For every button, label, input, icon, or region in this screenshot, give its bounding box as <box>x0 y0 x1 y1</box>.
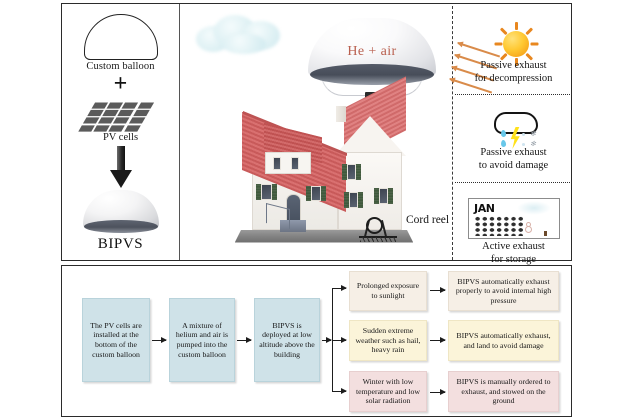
exhaust-separator-1 <box>455 94 572 95</box>
flow-step-1: The PV cells are installed at the bottom… <box>82 298 150 382</box>
snowflake-icon: ✻ <box>530 140 536 148</box>
balloon-outline-icon <box>84 14 158 60</box>
scene-panel: He + air <box>180 4 452 260</box>
flow-arrow-outcome-2 <box>430 336 446 344</box>
down-arrow-icon <box>110 146 132 188</box>
calendar-winter-icon: JAN <box>468 198 560 239</box>
snowflake-icon: ✻ <box>530 130 536 138</box>
flow-arrow-branch-1 <box>333 284 347 292</box>
lightning-bolt-icon <box>510 127 520 149</box>
cord-reel-label: Cord reel <box>406 214 450 226</box>
pv-cells-label: PV cells <box>102 132 139 143</box>
exhaust-condition-storm: ✻ ✻ Passive exhaust to avoid damage <box>454 98 573 182</box>
flow-step-3: BIPVS is deployed at low altitude above … <box>254 298 320 382</box>
pv-cell-grid-icon <box>78 102 159 132</box>
flow-arrow-2-3 <box>237 336 252 344</box>
snowman-icon <box>525 222 533 234</box>
calendar-day-dots <box>474 216 524 236</box>
raindrop-icon <box>500 129 507 138</box>
custom-balloon-label: Custom balloon <box>86 61 155 72</box>
flow-arrow-branch-2 <box>333 336 347 344</box>
winter-caption-line1: Active exhaust <box>482 241 545 252</box>
flow-condition-2: Sudden extreme weather such as hail, hea… <box>349 320 427 361</box>
bipvs-dome-icon <box>83 190 159 236</box>
flow-condition-3: Winter with low temperature and low sola… <box>349 371 427 412</box>
cloud-icon <box>192 12 288 56</box>
he-air-label: He + air <box>347 44 397 59</box>
calendar-month-label: JAN <box>474 202 495 215</box>
flow-arrow-outcome-3 <box>430 388 446 396</box>
exhaust-panel: Passive exhaust for decompression ✻ ✻ Pa… <box>449 4 573 265</box>
storm-caption-line1: Passive exhaust <box>480 147 547 158</box>
house-model-icon <box>234 76 416 254</box>
panel-divider-vertical <box>179 4 181 260</box>
sun-icon <box>449 22 538 94</box>
flow-branch-trunk <box>322 336 332 344</box>
flow-arrow-1-2 <box>152 336 167 344</box>
flow-step-2: A mixture of helium and air is pumped in… <box>169 298 235 382</box>
cord-reel-icon <box>358 212 404 244</box>
sun-caption-line2: for decompression <box>474 73 553 84</box>
panel-divider-dashed <box>452 6 453 260</box>
flow-branch-bus <box>332 288 334 392</box>
plus-icon: + <box>113 71 128 97</box>
flow-outcome-2: BIPVS automatically exhaust, and land to… <box>448 320 559 361</box>
flow-outcome-1: BIPVS automatically exhaust properly to … <box>448 271 559 311</box>
winter-caption-line2: for storage <box>490 254 537 265</box>
flow-arrow-branch-3 <box>333 387 347 395</box>
storm-cloud-icon: ✻ ✻ <box>490 112 542 156</box>
flow-arrow-outcome-1 <box>430 286 446 294</box>
flow-condition-1: Prolonged exposure to sunlight <box>349 271 427 311</box>
helium-balloon-icon: He + air <box>308 18 436 102</box>
storm-caption-line2: to avoid damage <box>478 160 549 171</box>
exhaust-condition-sun: Passive exhaust for decompression <box>449 10 573 94</box>
exhaust-separator-2 <box>455 182 572 183</box>
flow-outcome-3: BIPVS is manually ordered to exhaust, an… <box>448 371 559 412</box>
flowchart-frame: The PV cells are installed at the bottom… <box>61 265 572 417</box>
component-panel: Custom balloon + PV cells BIPVS <box>62 4 179 260</box>
exhaust-condition-winter: JAN Active exhaust for storage <box>454 186 573 265</box>
sun-caption-line1: Passive exhaust <box>480 60 547 71</box>
bipvs-label: BIPVS <box>97 236 144 252</box>
top-panel-frame: Custom balloon + PV cells BIPVS <box>61 3 573 265</box>
